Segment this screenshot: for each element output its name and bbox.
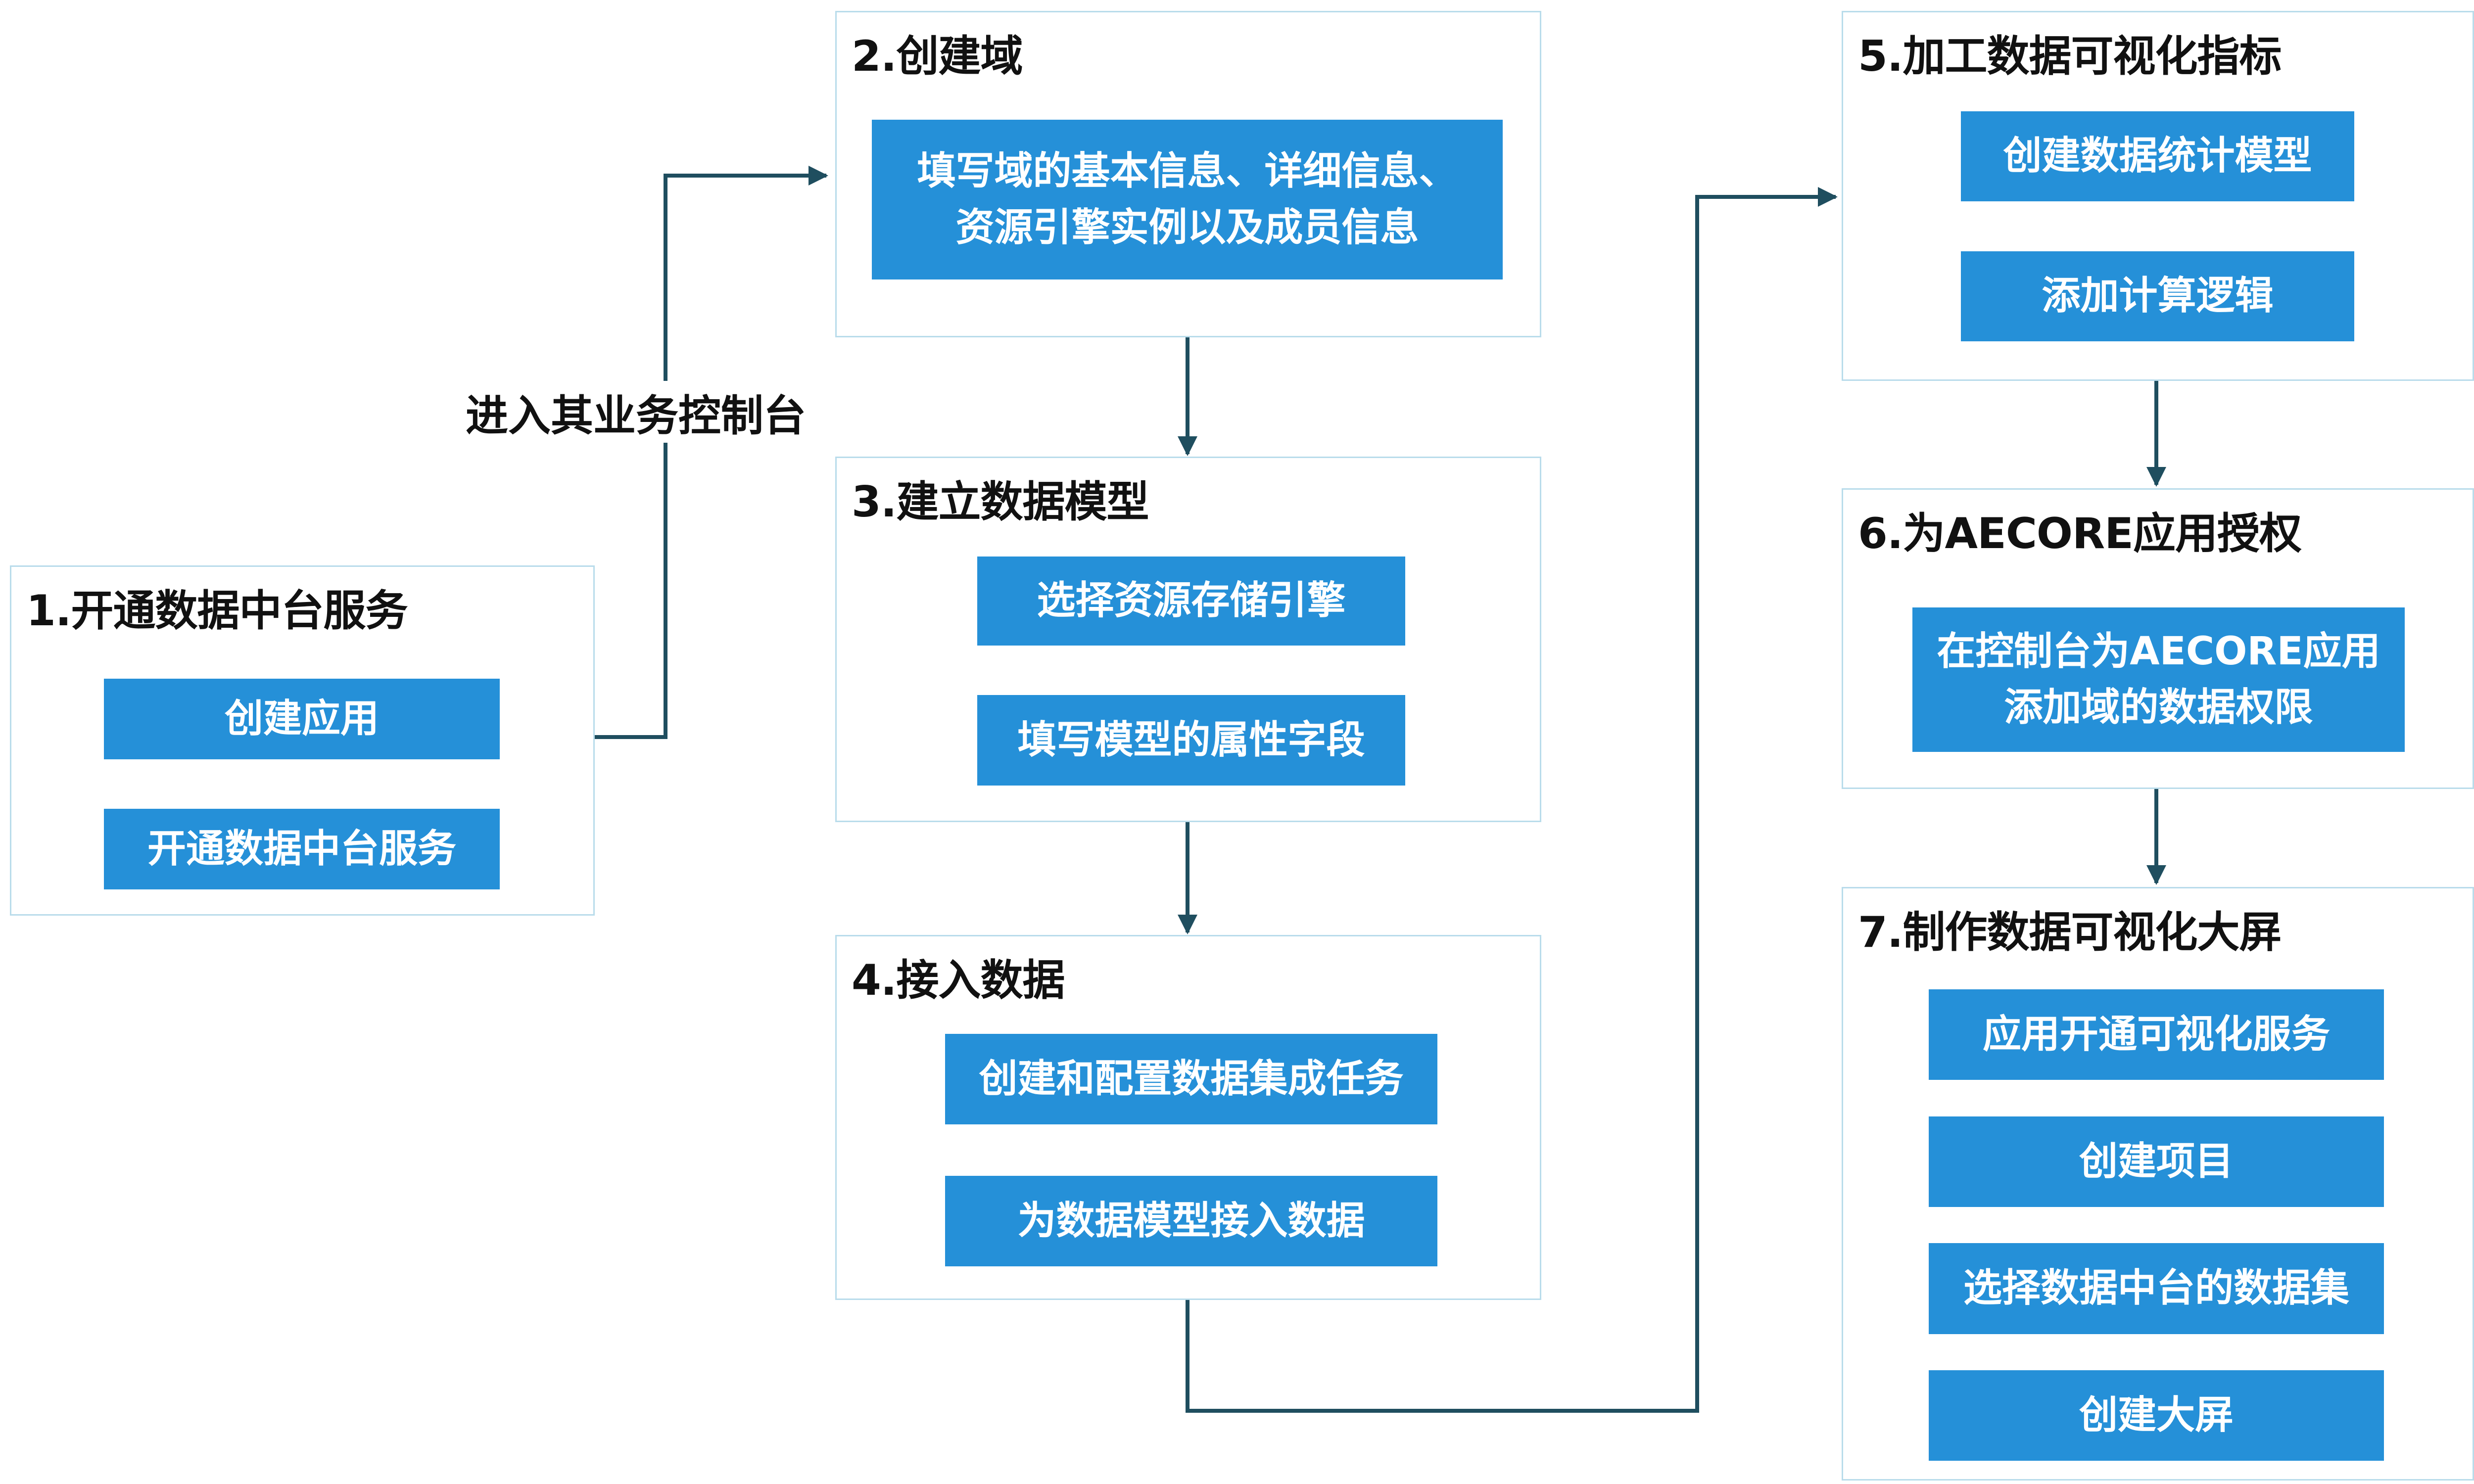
step-3-2: 填写模型的属性字段	[977, 695, 1405, 786]
step-7-2-text: 创建项目	[2079, 1139, 2234, 1184]
connector-1-to-2	[594, 166, 828, 739]
step-6-1-text-line2: 添加域的数据权限	[2004, 685, 2313, 730]
step-4-1: 创建和配置数据集成任务	[945, 1034, 1437, 1124]
step-7-1-text: 应用开通可视化服务	[1982, 1012, 2330, 1057]
panel-2-title: 2.创建域	[852, 32, 1023, 81]
panel-1-title: 1.开通数据中台服务	[26, 586, 408, 636]
edge-label-enter-console: 进入其业务控制台	[463, 381, 809, 443]
step-1-2-text: 开通数据中台服务	[147, 826, 456, 871]
panel-3-title: 3.建立数据模型	[852, 477, 1149, 527]
step-2-1: 填写域的基本信息、详细信息、 资源引擎实例以及成员信息	[872, 120, 1503, 279]
step-6-1: 在控制台为AECORE应用 添加域的数据权限	[1912, 607, 2405, 752]
connector-4-to-5	[1186, 187, 1838, 1413]
step-4-2: 为数据模型接入数据	[945, 1176, 1437, 1266]
step-5-2-text: 添加计算逻辑	[2042, 274, 2274, 319]
step-1-1-text: 创建应用	[224, 696, 379, 741]
step-3-1: 选择资源存储引擎	[977, 556, 1405, 646]
step-7-1: 应用开通可视化服务	[1929, 989, 2384, 1080]
panel-5-title: 5.加工数据可视化指标	[1858, 32, 2282, 81]
panel-4-title: 4.接入数据	[852, 956, 1065, 1005]
step-4-2-text: 为数据模型接入数据	[1017, 1198, 1365, 1243]
step-2-1-text-line1: 填写域的基本信息、详细信息、	[917, 149, 1458, 194]
step-7-3: 选择数据中台的数据集	[1929, 1243, 2384, 1334]
step-3-2-text: 填写模型的属性字段	[1017, 717, 1365, 762]
step-7-2: 创建项目	[1929, 1116, 2384, 1207]
step-2-1-text-line2: 资源引擎实例以及成员信息	[955, 205, 1419, 250]
step-4-1-text: 创建和配置数据集成任务	[979, 1056, 1404, 1101]
step-3-1-text: 选择资源存储引擎	[1037, 578, 1346, 623]
step-1-1: 创建应用	[104, 679, 500, 759]
step-7-4: 创建大屏	[1929, 1370, 2384, 1461]
step-5-1-text: 创建数据统计模型	[2003, 134, 2312, 179]
step-7-3-text: 选择数据中台的数据集	[1963, 1266, 2349, 1311]
step-7-4-text: 创建大屏	[2079, 1392, 2234, 1438]
step-5-2: 添加计算逻辑	[1961, 251, 2354, 341]
step-5-1: 创建数据统计模型	[1961, 111, 2354, 201]
panel-7-title: 7.制作数据可视化大屏	[1858, 908, 2282, 957]
step-1-2: 开通数据中台服务	[104, 809, 500, 889]
panel-6-title: 6.为AECORE应用授权	[1858, 509, 2302, 558]
step-6-1-text-line1: 在控制台为AECORE应用	[1937, 629, 2380, 674]
